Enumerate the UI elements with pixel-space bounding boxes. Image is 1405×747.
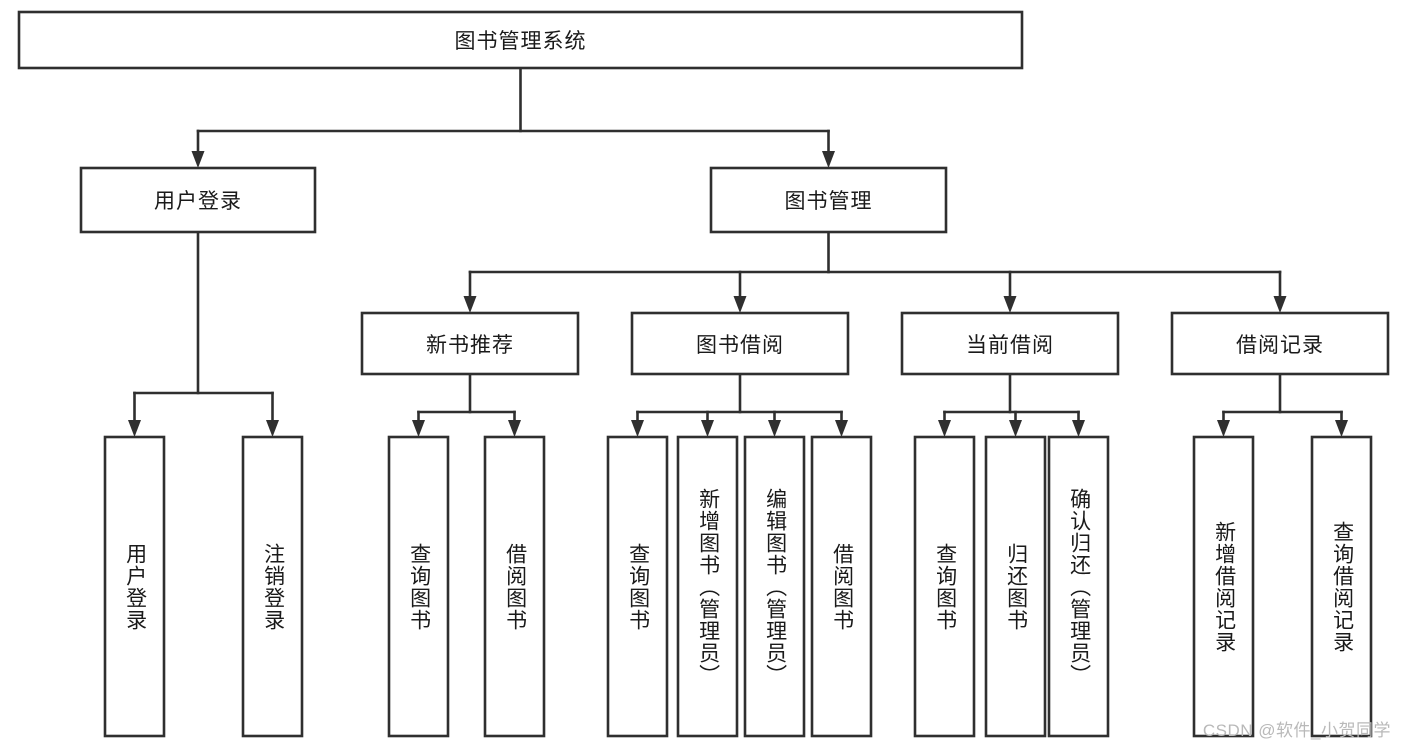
node-leaf-confirm-return-admin-rect[interactable] <box>1047 435 1110 738</box>
node-leaf-logout-login[interactable] <box>241 435 304 738</box>
conn-book-borrow-to-leaf-add-book-admin-arrowhead <box>701 420 714 437</box>
node-system-title[interactable] <box>17 10 1024 70</box>
node-book-management[interactable] <box>709 166 948 234</box>
conn-new-book-recommend-to-leaf-borrow-book-1-arrowhead <box>508 420 521 437</box>
node-leaf-query-borrow-record-rect[interactable] <box>1310 435 1373 738</box>
node-new-book-recommend[interactable] <box>360 311 580 376</box>
conn-borrow-record-to-leaf-query-borrow-record-arrowhead <box>1335 420 1348 437</box>
node-current-borrow[interactable] <box>900 311 1120 376</box>
node-borrow-record-rect[interactable] <box>1170 311 1390 376</box>
node-leaf-add-book-admin[interactable] <box>676 435 739 738</box>
conn-book-borrow-to-leaf-query-book-2-arrowhead <box>631 420 644 437</box>
node-system-title-rect[interactable] <box>17 10 1024 70</box>
conn-borrow-record-to-leaf-add-borrow-record-arrowhead <box>1217 420 1230 437</box>
conn-book-borrow-to-leaf-borrow-book-2-arrowhead <box>835 420 848 437</box>
node-leaf-borrow-book-1[interactable] <box>483 435 546 738</box>
node-leaf-return-book[interactable] <box>984 435 1047 738</box>
csdn-watermark: CSDN @软件_小贺同学 <box>1202 721 1391 740</box>
node-leaf-query-book-1[interactable] <box>387 435 450 738</box>
node-leaf-query-borrow-record[interactable] <box>1310 435 1373 738</box>
node-book-borrow-rect[interactable] <box>630 311 850 376</box>
conn-current-borrow-to-leaf-return-book-arrowhead <box>1009 420 1022 437</box>
node-leaf-user-login-rect[interactable] <box>103 435 166 738</box>
conn-user-login-to-leaf-logout-login-arrowhead <box>266 420 279 437</box>
conn-current-borrow-to-leaf-query-book-3-arrowhead <box>938 420 951 437</box>
conn-user-login-to-leaf-user-login-arrowhead <box>128 420 141 437</box>
node-leaf-add-borrow-record-rect[interactable] <box>1192 435 1255 738</box>
node-leaf-query-book-3-rect[interactable] <box>913 435 976 738</box>
conn-title-to-book-management-arrowhead <box>822 151 835 168</box>
node-book-borrow[interactable] <box>630 311 850 376</box>
node-leaf-borrow-book-2[interactable] <box>810 435 873 738</box>
node-book-management-rect[interactable] <box>709 166 948 234</box>
node-current-borrow-rect[interactable] <box>900 311 1120 376</box>
node-leaf-edit-book-admin-rect[interactable] <box>743 435 806 738</box>
node-leaf-user-login[interactable] <box>103 435 166 738</box>
node-leaf-borrow-book-2-rect[interactable] <box>810 435 873 738</box>
node-leaf-query-book-2[interactable] <box>606 435 669 738</box>
conn-current-borrow-to-leaf-confirm-return-admin-arrowhead <box>1072 420 1085 437</box>
node-leaf-query-book-2-rect[interactable] <box>606 435 669 738</box>
node-boxes-layer <box>17 10 1390 738</box>
connector-layer <box>128 66 1348 437</box>
conn-bookmgmt-to-book-borrow-arrowhead <box>733 296 747 313</box>
conn-bookmgmt-to-new-book-recommend-arrowhead <box>463 296 477 313</box>
node-leaf-add-borrow-record[interactable] <box>1192 435 1255 738</box>
conn-title-to-user-login-arrowhead <box>191 151 205 168</box>
node-user-login-rect[interactable] <box>79 166 317 234</box>
conn-bookmgmt-to-current-borrow-arrowhead <box>1003 296 1017 313</box>
node-leaf-return-book-rect[interactable] <box>984 435 1047 738</box>
conn-bookmgmt-to-borrow-record-arrowhead <box>1273 296 1287 313</box>
node-user-login[interactable] <box>79 166 317 234</box>
node-leaf-confirm-return-admin[interactable] <box>1047 435 1110 738</box>
node-leaf-edit-book-admin[interactable] <box>743 435 806 738</box>
node-new-book-recommend-rect[interactable] <box>360 311 580 376</box>
node-leaf-query-book-3[interactable] <box>913 435 976 738</box>
node-leaf-logout-login-rect[interactable] <box>241 435 304 738</box>
node-leaf-query-book-1-rect[interactable] <box>387 435 450 738</box>
node-borrow-record[interactable] <box>1170 311 1390 376</box>
node-leaf-add-book-admin-rect[interactable] <box>676 435 739 738</box>
node-leaf-borrow-book-1-rect[interactable] <box>483 435 546 738</box>
conn-book-borrow-to-leaf-edit-book-admin-arrowhead <box>768 420 781 437</box>
conn-new-book-recommend-to-leaf-query-book-1-arrowhead <box>412 420 425 437</box>
